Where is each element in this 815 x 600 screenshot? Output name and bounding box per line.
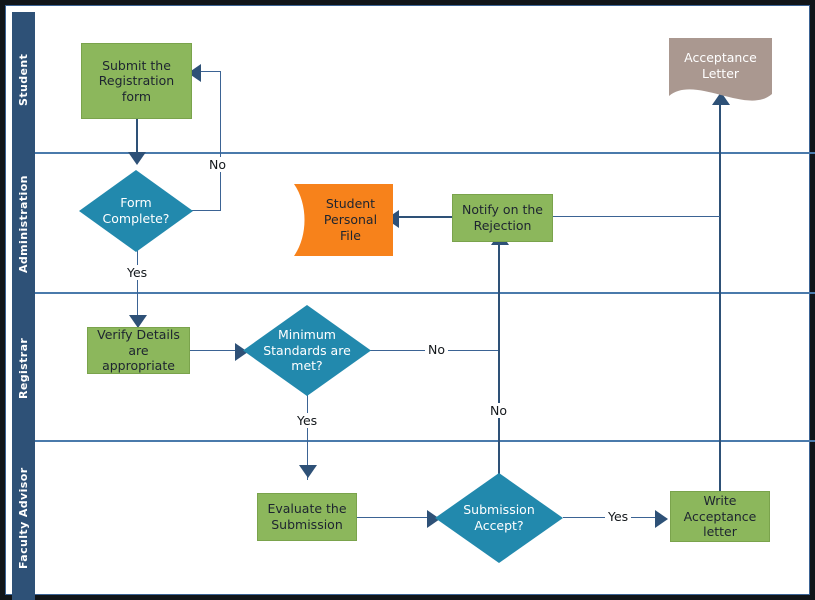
node-notify-on-rejection-label: Notify on the Rejection	[462, 202, 543, 233]
label-line-1: Write	[703, 493, 737, 509]
node-write-acceptance-letter-label: Write Acceptance letter	[684, 493, 757, 540]
diamond-shape-icon	[79, 170, 193, 252]
lane-divider-2	[35, 292, 815, 294]
label-line-2: Registration form	[98, 73, 175, 104]
document-shape-icon	[294, 184, 393, 256]
edge-right-rail-to-notify	[552, 216, 720, 217]
edge-submit-to-formcomplete-line	[136, 118, 138, 158]
edge-submission-no-v	[498, 243, 500, 483]
node-submit-registration-form[interactable]: Submit the Registration form	[81, 43, 192, 119]
edge-verify-to-min-line	[190, 350, 245, 351]
edge-min-yes-arrow	[299, 465, 317, 478]
edge-submission-yes-arrow	[655, 510, 668, 528]
lane-header-strip	[12, 12, 35, 600]
lane-label-faculty-advisor: Faculty Advisor	[17, 467, 30, 569]
edge-formcomplete-yes-v	[137, 250, 138, 330]
node-verify-details[interactable]: Verify Details are appropriate	[87, 327, 190, 374]
edge-notify-to-file-line	[396, 216, 454, 218]
lane-label-student: Student	[17, 53, 30, 107]
edge-label-min-no: No	[425, 342, 448, 357]
node-acceptance-letter[interactable]: Acceptance Letter	[669, 38, 772, 102]
edge-label-formcomplete-yes: Yes	[124, 265, 151, 280]
label-line-3: letter	[703, 524, 737, 540]
node-minimum-standards[interactable]: Minimum Standards are met?	[243, 305, 371, 396]
document-shape-icon	[669, 38, 772, 101]
edge-min-yes-v	[307, 390, 308, 480]
node-submission-accept[interactable]: Submission Accept?	[435, 473, 563, 563]
label-line-2: Submission	[271, 517, 343, 532]
lane-label-registrar: Registrar	[17, 337, 30, 399]
node-submit-registration-form-label: Submit the Registration form	[86, 58, 187, 105]
label-line-2: Acceptance	[683, 508, 757, 524]
diamond-shape-icon	[243, 305, 371, 396]
label-line-2: are appropriate	[102, 342, 175, 374]
label-line-1: Verify Details	[97, 327, 180, 343]
edge-label-submission-no: No	[487, 403, 510, 418]
node-evaluate-submission-label: Evaluate the Submission	[267, 501, 346, 532]
edge-evaluate-to-submission-arrow	[427, 510, 440, 528]
edge-submit-to-formcomplete-arrow	[128, 152, 146, 165]
edge-label-formcomplete-no: No	[206, 157, 229, 172]
label-line-1: Submit the	[102, 57, 171, 73]
edge-formcomplete-no-top	[196, 71, 221, 72]
label-line-1: Evaluate the	[267, 501, 347, 517]
edge-label-min-yes: Yes	[294, 413, 321, 428]
edge-label-submission-yes: Yes	[605, 509, 632, 524]
node-verify-details-label: Verify Details are appropriate	[92, 327, 185, 374]
edge-formcomplete-no-v	[220, 71, 221, 211]
edge-evaluate-to-submission-line	[357, 517, 437, 518]
label-line-1: Notify on the	[462, 202, 543, 218]
node-notify-on-rejection[interactable]: Notify on the Rejection	[452, 194, 553, 242]
edge-verify-to-min-arrow	[235, 343, 248, 361]
lane-label-administration: Administration	[17, 175, 30, 273]
node-write-acceptance-letter[interactable]: Write Acceptance letter	[670, 491, 770, 542]
lane-divider-1	[35, 152, 815, 154]
diamond-shape-icon	[435, 473, 563, 563]
label-line-2: Rejection	[473, 218, 532, 233]
node-form-complete[interactable]: Form Complete?	[79, 170, 193, 252]
node-student-personal-file[interactable]: Student Personal File	[294, 184, 393, 256]
node-evaluate-submission[interactable]: Evaluate the Submission	[257, 493, 357, 541]
lane-divider-3	[35, 440, 815, 442]
edge-write-to-acceptance-v	[719, 103, 721, 491]
edge-formcomplete-no-h	[191, 210, 221, 211]
edge-formcomplete-yes-arrow	[129, 315, 147, 328]
